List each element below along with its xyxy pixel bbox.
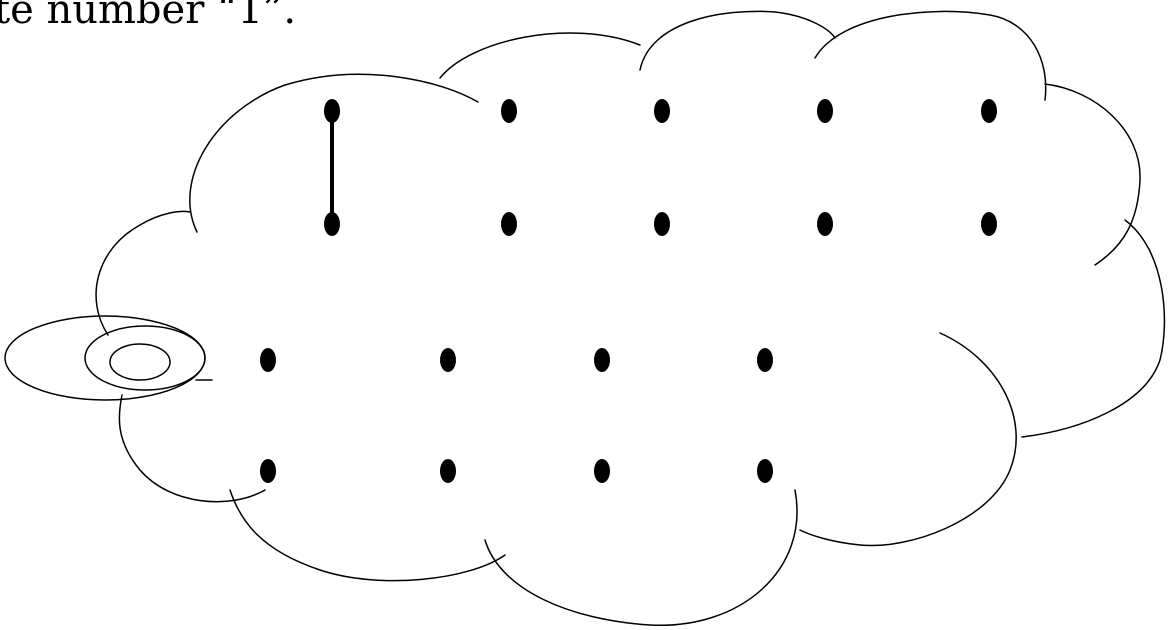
dot-r2-c5 xyxy=(981,212,997,236)
dot-r3-c1 xyxy=(260,348,276,372)
dot-r3-c3 xyxy=(594,348,610,372)
cloud-arc-top-right-a xyxy=(640,11,835,70)
dot-r4-c3 xyxy=(594,459,610,483)
dot-r1-c3 xyxy=(654,99,670,123)
dot-r1-c1 xyxy=(324,99,340,123)
dot-r2-c3 xyxy=(654,212,670,236)
dot-r1-c4 xyxy=(817,99,833,123)
dot-r2-c1 xyxy=(324,212,340,236)
cloud-arc-top-center xyxy=(440,33,640,78)
dot-r2-c2 xyxy=(501,212,517,236)
dot-r2-c4 xyxy=(817,212,833,236)
cloud-arc-right-lower xyxy=(800,333,1016,546)
dot-r3-c4 xyxy=(757,348,773,372)
dot-r1-c5 xyxy=(981,99,997,123)
inner-ring xyxy=(110,344,170,380)
cloud-arc-bottom-left xyxy=(230,490,505,581)
dot-r4-c2 xyxy=(440,459,456,483)
dot-r4-c1 xyxy=(260,459,276,483)
cloud-arc-top-right-b xyxy=(815,11,1046,100)
dot-r4-c4 xyxy=(757,459,773,483)
dot-grid xyxy=(260,99,997,483)
cloud-arc-bottom-right xyxy=(485,490,797,625)
cloud-arc-left-lower xyxy=(119,395,265,502)
dot-r1-c2 xyxy=(501,99,517,123)
cloud-arc-right-upper xyxy=(1045,84,1140,265)
cloud-outline xyxy=(96,11,1164,625)
cloud-arc-right xyxy=(1022,220,1164,437)
dot-r3-c2 xyxy=(440,348,456,372)
